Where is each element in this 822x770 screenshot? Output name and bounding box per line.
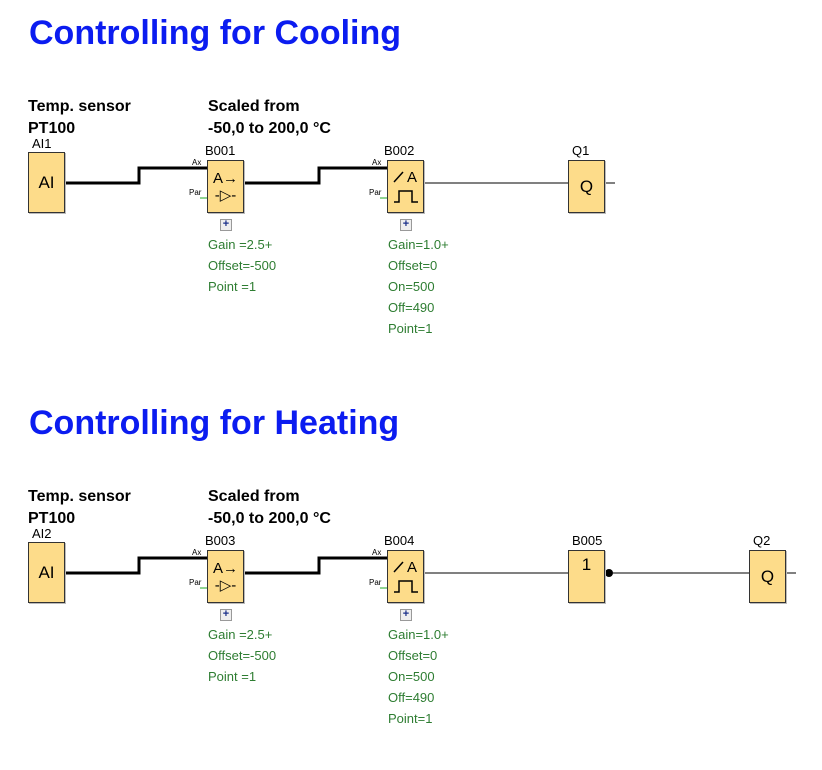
block-name: Q2 bbox=[753, 533, 771, 548]
wire-amp-to-switch bbox=[243, 166, 387, 185]
block-name: B002 bbox=[384, 143, 415, 158]
pin-par-label: Par bbox=[369, 188, 382, 197]
block-name: Q1 bbox=[572, 143, 590, 158]
scale-label: Scaled from-50,0 to 200,0 °C bbox=[208, 98, 331, 137]
not-block[interactable]: 1 bbox=[568, 550, 605, 603]
negation-dot bbox=[605, 569, 613, 577]
block-name: AI2 bbox=[32, 526, 52, 541]
pin-ax-label: Ax bbox=[372, 548, 382, 557]
pin-ax-label: Ax bbox=[192, 548, 202, 557]
analog-input-block[interactable]: AI bbox=[28, 542, 65, 603]
threshold-switch-icon: A bbox=[392, 559, 418, 593]
expand-params-button[interactable]: + bbox=[400, 219, 412, 231]
analog-threshold-switch-block[interactable]: A bbox=[387, 550, 424, 603]
scale-label: Scaled from-50,0 to 200,0 °C bbox=[208, 488, 331, 527]
wires bbox=[64, 166, 615, 199]
pin-ax-label: Ax bbox=[372, 158, 382, 167]
analog-threshold-switch-block[interactable]: A bbox=[387, 160, 424, 213]
pin-par-label: Par bbox=[189, 188, 202, 197]
output-block[interactable]: Q bbox=[568, 160, 605, 213]
threshold-switch-icon: A bbox=[392, 169, 418, 203]
wire-ai-to-amp bbox=[64, 556, 207, 575]
block-name: B003 bbox=[205, 533, 236, 548]
section-title: Controlling for Heating bbox=[29, 404, 400, 442]
block-name: B005 bbox=[572, 533, 603, 548]
output-block[interactable]: Q bbox=[749, 550, 786, 603]
wires bbox=[64, 556, 796, 589]
analog-amplifier-block[interactable]: A→-▷- bbox=[207, 550, 244, 603]
block-name: B004 bbox=[384, 533, 415, 548]
wire-ai-to-amp bbox=[64, 166, 207, 185]
svg-text:A: A bbox=[407, 559, 417, 576]
block-name: B001 bbox=[205, 143, 236, 158]
analog-amplifier-block[interactable]: A→-▷- bbox=[207, 160, 244, 213]
pin-par-label: Par bbox=[369, 578, 382, 587]
wire-amp-to-switch bbox=[243, 556, 387, 575]
expand-params-button[interactable]: + bbox=[400, 609, 412, 621]
analog-input-block[interactable]: AI bbox=[28, 152, 65, 213]
expand-params-button[interactable]: + bbox=[220, 609, 232, 621]
pin-par-label: Par bbox=[189, 578, 202, 587]
pin-ax-label: Ax bbox=[192, 158, 202, 167]
section-title: Controlling for Cooling bbox=[29, 14, 402, 52]
block-name: AI1 bbox=[32, 136, 52, 151]
expand-params-button[interactable]: + bbox=[220, 219, 232, 231]
svg-text:A: A bbox=[407, 169, 417, 186]
